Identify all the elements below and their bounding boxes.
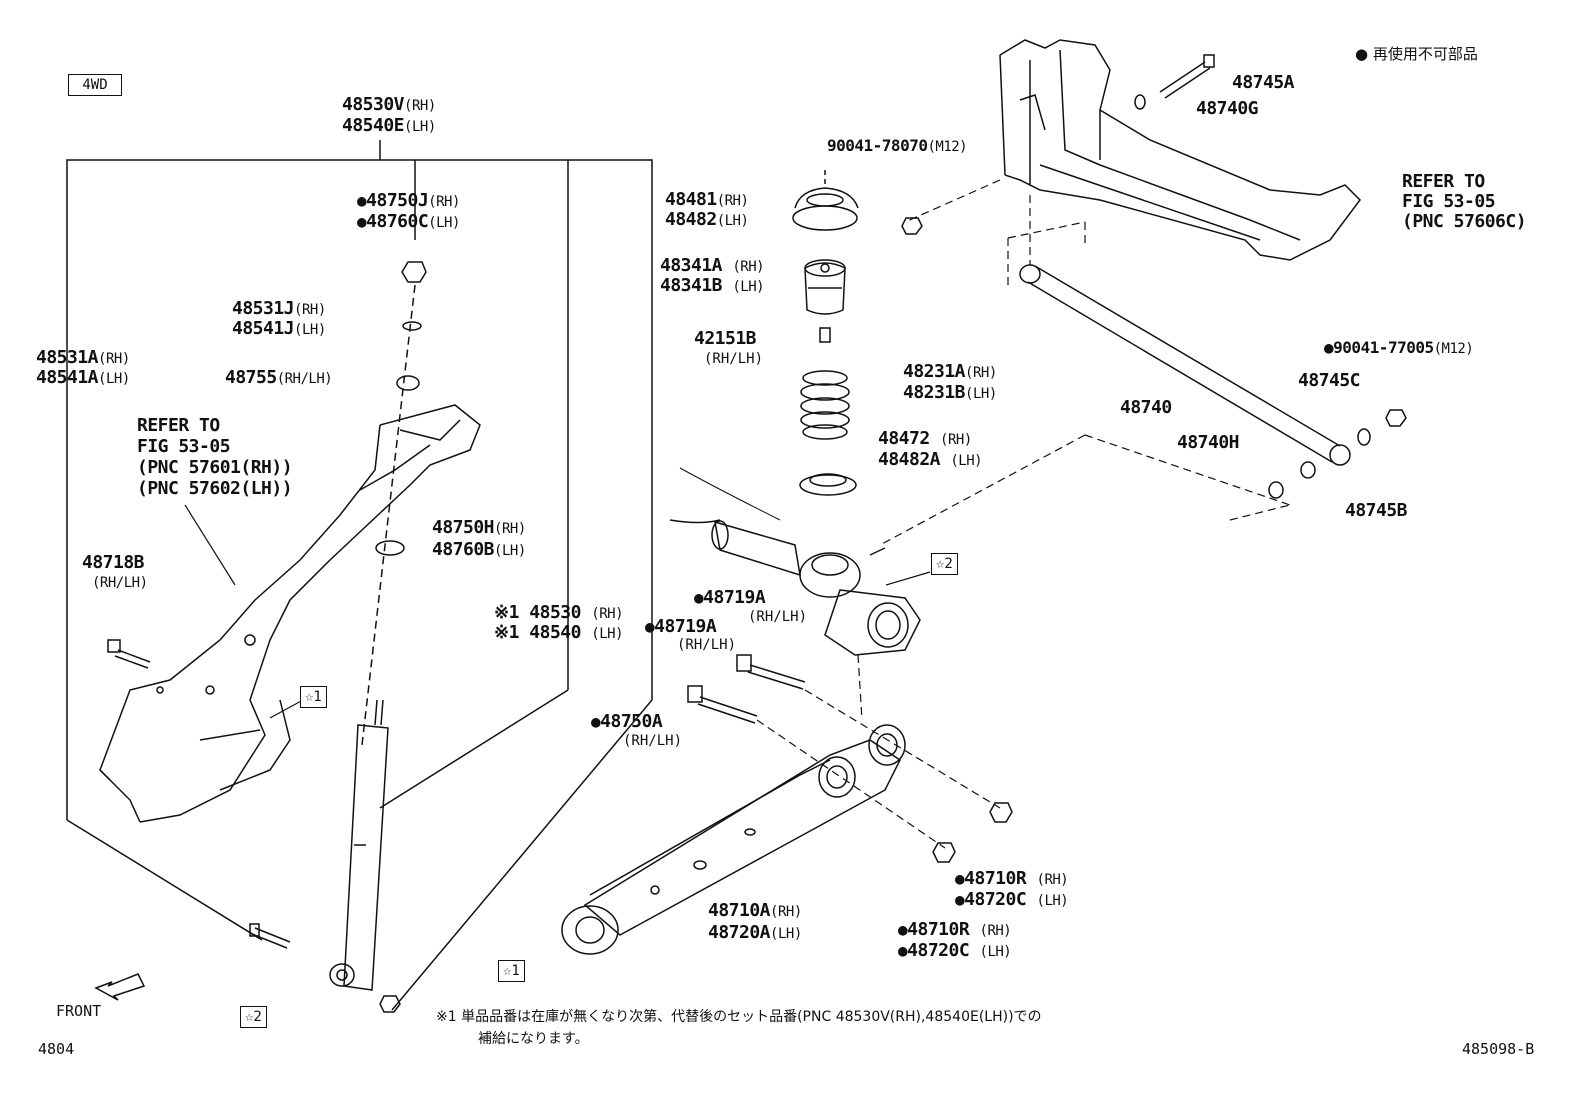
bolt-48745a: [1159, 54, 1215, 99]
bolt-48719a-lower: [687, 685, 758, 724]
label-48472: 48472 (RH): [878, 428, 972, 449]
label-48231b: 48231B(LH): [903, 382, 997, 403]
page-code-right: 485098-B: [1462, 1040, 1535, 1058]
stopper-48750h: [375, 540, 405, 556]
nut-90041-77005: [1385, 409, 1407, 427]
label-48718b: 48718B (RH/LH): [82, 552, 148, 592]
bolt-42151b: [819, 327, 831, 343]
bump-stopper-48341a: [804, 259, 846, 315]
star-1-bottom: ☆1: [498, 960, 525, 982]
bolt-48719a-upper: [736, 654, 806, 690]
label-48719a-2: ●48719A: [645, 616, 717, 637]
label-48710r-2: ●48710R (RH): [898, 919, 1012, 940]
nut-48750a: [379, 995, 401, 1013]
star-2-bottom: ☆2: [240, 1006, 267, 1028]
body-frame-left: [99, 404, 481, 823]
footnote: ※1 単品品番は在庫が無くなり次第、代替後のセット品番(PNC 48530V(R…: [436, 1006, 1042, 1050]
label-48540e: 48540E(LH): [342, 115, 436, 136]
label-48710a: 48710A(RH): [708, 900, 802, 921]
nut-48750j: [401, 261, 427, 283]
legend: ● 再使用不可部品: [1355, 43, 1478, 65]
star-1-left: ☆1: [300, 686, 327, 708]
label-48231a: 48231A(RH): [903, 361, 997, 382]
label-48720c-2: ●48720C (LH): [898, 940, 1012, 961]
refer-left: REFER TO FIG 53-05 (PNC 57601(RH)) (PNC …: [137, 415, 293, 499]
label-48750a: ●48750A: [591, 711, 663, 732]
label-48481: 48481(RH): [665, 189, 749, 210]
washer-48745b: [1268, 481, 1284, 499]
upper-insulator-48481: [792, 170, 859, 231]
label-48710r-1: ●48710R (RH): [955, 868, 1069, 889]
label-48531j: 48531J(RH): [232, 298, 326, 319]
label-48720c-1: ●48720C (LH): [955, 889, 1069, 910]
label-48541a: 48541A(LH): [36, 367, 130, 388]
washer-48740g: [1134, 94, 1146, 110]
label-48531a: 48531A(RH): [36, 347, 130, 368]
label-48482a: 48482A (LH): [878, 449, 983, 470]
label-48530: ※1 48530 (RH): [494, 602, 624, 623]
lateral-rod-48740: [1019, 264, 1351, 466]
label-48341a: 48341A (RH): [660, 255, 765, 276]
page-code-left: 4804: [38, 1040, 75, 1058]
label-48740h: 48740H: [1177, 432, 1240, 453]
lower-insulator-48472: [799, 473, 857, 496]
bolt-lower-left: [249, 923, 291, 949]
label-48745c: 48745C: [1298, 370, 1361, 391]
footnote-mark: ※1: [436, 1009, 457, 1025]
washer-48531j: [402, 321, 422, 331]
label-42151b: 42151B: [694, 328, 757, 349]
cushion-48755: [396, 375, 420, 391]
washer-48745c: [1357, 428, 1371, 446]
label-48719a-1-side: (RH/LH): [748, 609, 808, 625]
footnote-line1: 単品品番は在庫が無くなり次第、代替後のセット品番(PNC 48530V(RH),…: [461, 1009, 1042, 1025]
label-48750j: ●48750J(RH): [357, 190, 460, 211]
label-48719a-2-side: (RH/LH): [677, 637, 737, 653]
legend-bullet: ●: [1355, 45, 1369, 63]
bolt-48718b: [107, 639, 151, 669]
badge-4wd: 4WD: [68, 74, 122, 96]
label-48719a-1: ●48719A: [694, 587, 766, 608]
body-frame-right: [999, 39, 1361, 261]
label-48720a: 48720A(LH): [708, 922, 802, 943]
label-48755: 48755(RH/LH): [225, 367, 333, 388]
star-2-right: ☆2: [931, 553, 958, 575]
legend-text: 再使用不可部品: [1372, 45, 1478, 63]
label-48760b: 48760B(LH): [432, 539, 526, 560]
label-48540: ※1 48540 (LH): [494, 622, 624, 643]
label-48541j: 48541J(LH): [232, 318, 326, 339]
axle-housing: [669, 467, 921, 656]
label-48740: 48740: [1120, 397, 1172, 418]
front-label: FRONT: [56, 1002, 102, 1020]
footnote-line2: 補給になります。: [478, 1031, 589, 1047]
refer-right: REFER TO FIG 53-05 (PNC 57606C): [1402, 171, 1527, 232]
assy-frame: [66, 159, 653, 820]
label-48740g: 48740G: [1196, 98, 1259, 119]
coil-spring-48231a: [800, 370, 850, 440]
label-48750h: 48750H(RH): [432, 517, 526, 538]
front-arrow: [94, 973, 146, 1001]
label-90041-78070: 90041-78070(M12): [827, 136, 968, 155]
label-48530v: 48530V(RH): [342, 94, 436, 115]
label-90041-77005: ●90041-77005(M12): [1324, 338, 1474, 357]
nut-48710r-upper: [989, 802, 1013, 823]
label-48750a-side: (RH/LH): [623, 733, 683, 749]
label-48745b: 48745B: [1345, 500, 1408, 521]
label-48482: 48482(LH): [665, 209, 749, 230]
washer-48740h: [1300, 461, 1316, 479]
lower-arm-48710a: [561, 724, 906, 955]
nut-48710r-lower: [932, 842, 956, 863]
label-48745a: 48745A: [1232, 72, 1295, 93]
shock-absorber-48530: [329, 699, 389, 991]
nut-90041-78070: [901, 217, 923, 235]
label-48760c: ●48760C(LH): [357, 211, 460, 232]
label-42151b-side: (RH/LH): [704, 351, 764, 367]
label-48341b: 48341B (LH): [660, 275, 765, 296]
